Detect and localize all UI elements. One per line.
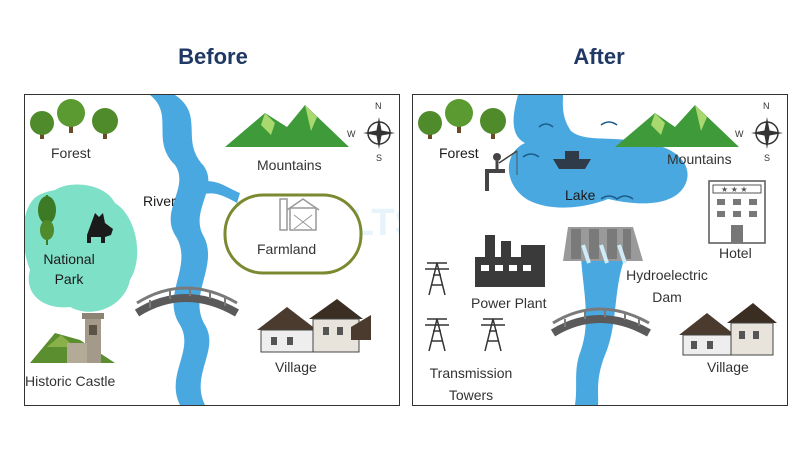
lake-label: Lake bbox=[565, 187, 596, 203]
river-icon bbox=[150, 95, 240, 405]
park-tree-icon bbox=[38, 195, 56, 245]
national-park-label-line2: Park bbox=[54, 271, 84, 287]
hydroelectric-dam-label-line2: Dam bbox=[652, 289, 682, 305]
transmission-tower-icon bbox=[425, 318, 449, 352]
svg-text:N: N bbox=[375, 101, 382, 111]
barn-icon bbox=[279, 198, 320, 231]
after-map-drawing: N W S ★ ★ ★ bbox=[418, 95, 783, 405]
svg-text:W: W bbox=[735, 129, 744, 139]
wolf-icon bbox=[87, 213, 113, 243]
compass-icon: N W S bbox=[347, 101, 395, 163]
power-plant-icon bbox=[475, 235, 545, 287]
after-title: After bbox=[573, 44, 625, 69]
power-plant-label: Power Plant bbox=[471, 295, 547, 311]
farmland-area bbox=[223, 193, 363, 275]
hotel-icon: ★ ★ ★ bbox=[708, 180, 766, 244]
hotel-label: Hotel bbox=[719, 245, 752, 261]
forest-icon bbox=[418, 99, 506, 139]
mountains-icon bbox=[225, 105, 349, 147]
before-map-drawing: IELTS bbox=[25, 95, 399, 405]
bridge-icon bbox=[134, 286, 239, 317]
historic-castle-label: Historic Castle bbox=[25, 373, 116, 389]
national-park-label-line1: National bbox=[43, 251, 95, 267]
river-label: River bbox=[143, 193, 176, 209]
svg-text:W: W bbox=[347, 129, 356, 139]
village-label: Village bbox=[707, 359, 749, 375]
fisherman-icon bbox=[485, 150, 518, 191]
forest-label: Forest bbox=[51, 145, 91, 161]
mountains-icon bbox=[615, 105, 739, 147]
compass-icon: N W S bbox=[735, 101, 783, 163]
mountains-label: Mountains bbox=[257, 157, 322, 173]
forest-label: Forest bbox=[439, 145, 479, 161]
before-map-panel: IELTS bbox=[24, 94, 400, 406]
forest-icon bbox=[30, 99, 118, 139]
boat-icon bbox=[553, 151, 591, 169]
transmission-towers-label-line2: Towers bbox=[448, 387, 494, 403]
transmission-tower-icon bbox=[481, 318, 505, 352]
svg-text:N: N bbox=[763, 101, 770, 111]
historic-castle-icon bbox=[30, 313, 115, 363]
after-map-panel: N W S ★ ★ ★ bbox=[412, 94, 788, 406]
before-title: Before bbox=[178, 44, 248, 69]
lake-area bbox=[508, 95, 688, 208]
mountains-label: Mountains bbox=[667, 151, 732, 167]
hydroelectric-dam-label-line1: Hydroelectric bbox=[626, 267, 708, 283]
bridge-icon bbox=[550, 307, 651, 337]
village-icon bbox=[679, 303, 777, 356]
svg-text:S: S bbox=[376, 153, 382, 163]
svg-text:★ ★ ★: ★ ★ ★ bbox=[721, 185, 748, 194]
transmission-tower-icon bbox=[425, 262, 449, 296]
hydroelectric-dam-icon bbox=[563, 227, 643, 264]
village-label: Village bbox=[275, 359, 317, 375]
svg-text:S: S bbox=[764, 153, 770, 163]
transmission-towers-label-line1: Transmission bbox=[429, 365, 513, 381]
village-icon bbox=[257, 299, 371, 353]
farmland-label: Farmland bbox=[257, 241, 317, 257]
